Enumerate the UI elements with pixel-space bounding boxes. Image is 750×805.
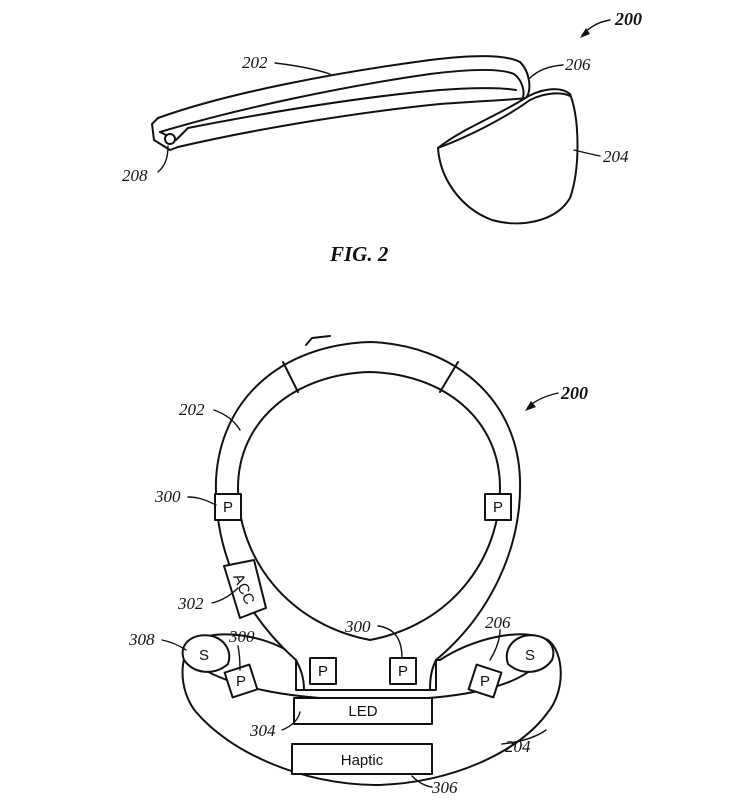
band-top-edge bbox=[157, 55, 521, 119]
leader-302 bbox=[211, 587, 239, 604]
leader-204 bbox=[573, 149, 601, 157]
sensor-p-right-label: P bbox=[493, 499, 503, 516]
speaker-right-label: S bbox=[525, 647, 535, 664]
band-inner-edge bbox=[159, 68, 515, 133]
fig3-headset-top: P P P P P P ACC S S LED Haptic bbox=[181, 335, 562, 786]
button-208 bbox=[164, 133, 176, 145]
label-304: 304 bbox=[249, 721, 276, 740]
label-306: 306 bbox=[431, 778, 458, 797]
leader-300-center bbox=[377, 625, 403, 659]
label-204-fig3: 204 bbox=[505, 737, 531, 756]
haptic-label: Haptic bbox=[341, 752, 384, 769]
sensor-p-center-left bbox=[309, 657, 337, 685]
label-202-fig3: 202 bbox=[179, 400, 205, 419]
visor-rim bbox=[437, 99, 531, 149]
sensor-p-visor-right-label: P bbox=[480, 673, 490, 690]
band-202-inner bbox=[237, 371, 501, 641]
speaker-left-label: S bbox=[199, 647, 209, 664]
speaker-left-lobe bbox=[181, 634, 231, 673]
band-end-fold bbox=[159, 127, 189, 141]
figure-caption: FIG. 2 bbox=[329, 242, 389, 266]
leader-308 bbox=[161, 639, 187, 651]
band-mid-edge bbox=[187, 87, 517, 129]
sensor-p-visor-left bbox=[223, 663, 259, 699]
label-300-center: 300 bbox=[344, 617, 371, 636]
haptic-306 bbox=[291, 743, 433, 775]
sensor-p-center-left-label: P bbox=[318, 663, 328, 680]
sensor-p-right bbox=[484, 493, 512, 521]
label-206-fig2: 206 bbox=[565, 55, 591, 74]
segment-right-top bbox=[439, 361, 459, 393]
leader-202 bbox=[274, 62, 331, 75]
leader-208 bbox=[157, 145, 169, 173]
leader-206-fig3 bbox=[489, 629, 501, 661]
label-208-fig2: 208 bbox=[122, 166, 148, 185]
band-end bbox=[151, 117, 179, 151]
label-308: 308 bbox=[128, 630, 155, 649]
top-module bbox=[305, 335, 331, 346]
leader-306 bbox=[411, 775, 433, 788]
segment-left-top bbox=[282, 361, 299, 393]
label-200-fig2: 200 bbox=[614, 9, 642, 29]
label-300-left: 300 bbox=[154, 487, 181, 506]
arrow-head-200-fig2 bbox=[580, 28, 590, 38]
fig2-headset bbox=[151, 55, 579, 225]
accelerometer-302 bbox=[223, 559, 267, 619]
visor-rim-top bbox=[529, 92, 571, 101]
band-bottom-edge bbox=[177, 97, 527, 148]
leader-300-left bbox=[187, 496, 217, 506]
neck-left bbox=[295, 659, 305, 691]
connector-206-inner bbox=[513, 73, 525, 101]
leader-300-lower-left bbox=[237, 645, 241, 671]
visor-204 bbox=[437, 88, 579, 225]
leader-304 bbox=[281, 711, 301, 731]
neck-right bbox=[429, 659, 437, 691]
sensor-p-left-label: P bbox=[223, 499, 233, 516]
speaker-right-lobe bbox=[505, 634, 555, 673]
led-label: LED bbox=[348, 703, 377, 720]
leader-206 bbox=[529, 64, 564, 79]
sensor-p-center-right bbox=[389, 657, 417, 685]
label-200-fig3: 200 bbox=[560, 383, 588, 403]
label-300-lower-left: 300 bbox=[228, 627, 255, 646]
label-302: 302 bbox=[177, 594, 204, 613]
led-304 bbox=[293, 697, 433, 725]
connector-206 bbox=[519, 61, 531, 99]
leader-204-fig3 bbox=[501, 729, 547, 745]
label-206-fig3: 206 bbox=[485, 613, 511, 632]
sensor-p-visor-right bbox=[467, 663, 503, 699]
leader-202-fig3 bbox=[213, 409, 241, 431]
label-202-fig2: 202 bbox=[242, 53, 268, 72]
sensor-p-left bbox=[214, 493, 242, 521]
sensor-p-center-right-label: P bbox=[398, 663, 408, 680]
arrow-head-200-fig3 bbox=[525, 401, 536, 411]
sensor-p-visor-left-label: P bbox=[236, 673, 246, 690]
label-204-fig2: 204 bbox=[603, 147, 629, 166]
